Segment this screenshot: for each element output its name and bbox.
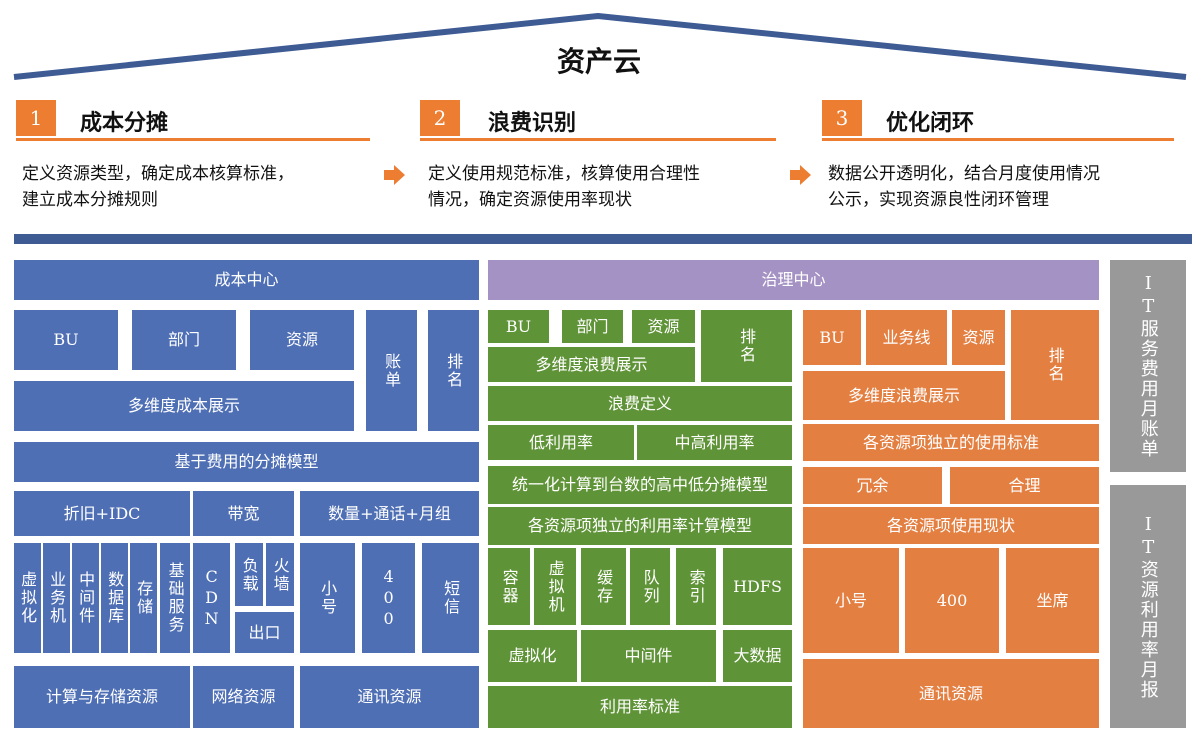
gov-orange-usage-status: 各资源项使用现状 xyxy=(803,507,1099,544)
phase-3-underline xyxy=(822,138,1174,141)
phase-1-description: 定义资源类型，确定成本核算标准， 建立成本分摊规则 xyxy=(22,161,294,213)
it-monthly-bill: IT服务费用月账单 xyxy=(1110,260,1186,472)
gov-green-low-utilization: 低利用率 xyxy=(488,425,634,460)
phase-2-desc-line: 情况，确定资源使用率现状 xyxy=(428,190,632,210)
phase-1-title: 成本分摊 xyxy=(80,110,169,136)
cost-center-header: 成本中心 xyxy=(14,260,479,300)
cost-bu: BU xyxy=(14,310,118,370)
roof-shape xyxy=(13,13,1187,80)
cost-item-virtualization: 虚拟化 xyxy=(14,543,41,653)
gov-green-bigdata: 大数据 xyxy=(723,630,792,682)
gov-orange-redundant: 冗余 xyxy=(803,467,942,504)
gov-green-rank: 排名 xyxy=(701,310,792,382)
gov-orange-item-seat: 坐席 xyxy=(1006,548,1099,653)
gov-orange-independent-standard: 各资源项独立的使用标准 xyxy=(803,424,1099,461)
cost-item-egress: 出口 xyxy=(235,612,294,653)
gov-green-dept: 部门 xyxy=(562,310,623,343)
gov-green-utilization-standard: 利用率标准 xyxy=(488,686,792,728)
cost-multi-display: 多维度成本展示 xyxy=(14,381,354,431)
gov-orange-reasonable: 合理 xyxy=(950,467,1099,504)
gov-green-item-queue: 队列 xyxy=(630,548,670,625)
phase-2-number: 2 xyxy=(420,100,460,136)
gov-orange-item-small-number: 小号 xyxy=(803,548,899,653)
cost-resource: 资源 xyxy=(250,310,354,370)
gov-green-item-container: 容器 xyxy=(488,548,530,625)
gov-orange-communication: 通讯资源 xyxy=(803,659,1099,728)
phase-2-desc-line: 定义使用规范标准，核算使用合理性 xyxy=(428,164,700,184)
phase-3-description: 数据公开透明化，结合月度使用情况 公示，实现资源良性闭环管理 xyxy=(828,161,1100,213)
cost-cat-comm: 数量+通话+月组 xyxy=(300,491,479,536)
it-monthly-utilization-report: IT资源利用率月报 xyxy=(1110,485,1186,728)
cost-rank: 排名 xyxy=(428,310,479,431)
gov-orange-bu: BU xyxy=(803,310,861,365)
cost-item-basic-service: 基础服务 xyxy=(160,543,190,653)
phase-3-desc-line: 公示，实现资源良性闭环管理 xyxy=(828,190,1049,210)
gov-orange-rank: 排名 xyxy=(1011,310,1099,420)
cost-foot-compute-storage: 计算与存储资源 xyxy=(14,666,190,728)
cost-item-database: 数据库 xyxy=(101,543,128,653)
page-title: 资产云 xyxy=(556,45,641,78)
cost-item-sms: 短信 xyxy=(422,543,479,653)
gov-green-resource: 资源 xyxy=(632,310,695,343)
cost-allocation-model: 基于费用的分摊模型 xyxy=(14,442,479,482)
cost-item-storage: 存储 xyxy=(130,543,157,653)
cost-item-cdn: CDN xyxy=(193,543,230,653)
cost-cat-depreciation: 折旧+IDC xyxy=(14,491,190,536)
cost-cat-bandwidth: 带宽 xyxy=(193,491,294,536)
cost-dept: 部门 xyxy=(132,310,236,370)
phase-1-number: 1 xyxy=(16,100,56,136)
gov-orange-item-400: 400 xyxy=(905,548,999,653)
cost-foot-communication: 通讯资源 xyxy=(300,666,479,728)
gov-green-virtualization: 虚拟化 xyxy=(488,630,577,682)
cost-item-middleware: 中间件 xyxy=(72,543,99,653)
gov-green-waste-definition: 浪费定义 xyxy=(488,386,792,421)
cost-item-small-number: 小号 xyxy=(300,543,355,653)
phase-2-description: 定义使用规范标准，核算使用合理性 情况，确定资源使用率现状 xyxy=(428,161,700,213)
gov-green-middleware: 中间件 xyxy=(581,630,716,682)
phase-3-title: 优化闭环 xyxy=(886,110,975,136)
arrow-right-icon xyxy=(790,165,811,185)
gov-green-item-vm: 虚拟机 xyxy=(534,548,576,625)
cost-item-load-balancer: 负载 xyxy=(235,543,263,606)
cost-bill: 账单 xyxy=(366,310,417,431)
gov-green-midhigh-utilization: 中高利用率 xyxy=(637,425,792,460)
divider-bar xyxy=(14,234,1192,244)
gov-green-item-index: 索引 xyxy=(676,548,716,625)
phase-3-desc-line: 数据公开透明化，结合月度使用情况 xyxy=(828,164,1100,184)
cost-item-firewall: 火墙 xyxy=(266,543,294,606)
cost-foot-network: 网络资源 xyxy=(193,666,294,728)
arrow-right-icon xyxy=(384,165,405,185)
gov-green-item-cache: 缓存 xyxy=(581,548,626,625)
cost-item-business-machine: 业务机 xyxy=(43,543,70,653)
phase-2-underline xyxy=(420,138,776,141)
gov-green-calc-model: 各资源项独立的利用率计算模型 xyxy=(488,507,792,545)
phase-3-number: 3 xyxy=(822,100,862,136)
gov-orange-business-line: 业务线 xyxy=(866,310,947,365)
gov-center-header: 治理中心 xyxy=(488,260,1099,300)
gov-green-bu: BU xyxy=(488,310,549,343)
cost-item-400: 400 xyxy=(362,543,415,653)
phase-1-underline xyxy=(16,138,370,141)
phase-2-title: 浪费识别 xyxy=(488,110,577,136)
gov-green-multi-display: 多维度浪费展示 xyxy=(488,347,695,382)
phase-1-desc-line: 建立成本分摊规则 xyxy=(22,190,158,210)
phase-1-desc-line: 定义资源类型，确定成本核算标准， xyxy=(22,164,294,184)
gov-green-item-hdfs: HDFS xyxy=(723,548,792,625)
gov-green-unified-model: 统一化计算到台数的高中低分摊模型 xyxy=(488,466,792,504)
gov-orange-multi-display: 多维度浪费展示 xyxy=(803,371,1005,420)
gov-orange-resource: 资源 xyxy=(952,310,1005,365)
